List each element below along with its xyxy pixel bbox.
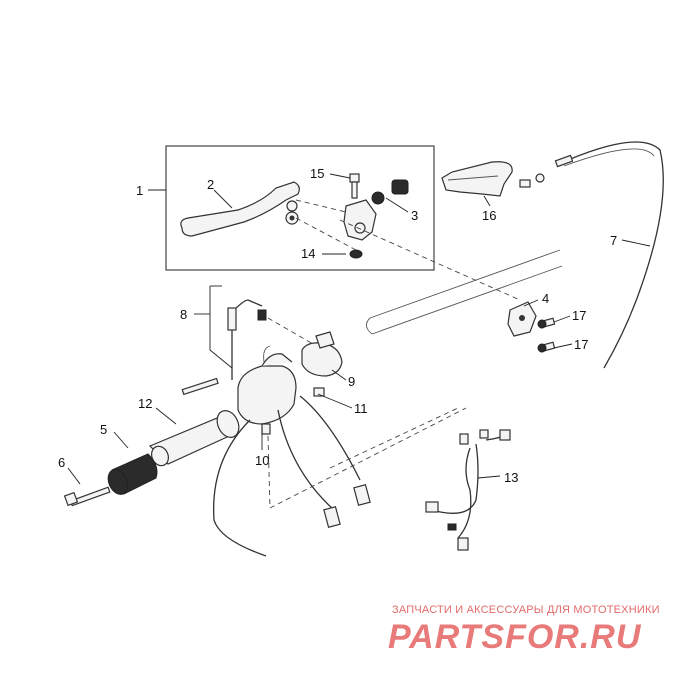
wiring-harness[interactable] — [425, 429, 511, 551]
callout-17b: 17 — [574, 337, 588, 352]
bar-end-bolt[interactable] — [63, 486, 111, 507]
callout-4: 4 — [542, 291, 549, 306]
lever-cover[interactable] — [441, 161, 513, 197]
housing-screw[interactable] — [313, 387, 325, 397]
callout-15: 15 — [310, 166, 324, 181]
callout-2: 2 — [207, 177, 214, 192]
callout-3: 3 — [411, 208, 418, 223]
leader-lines — [67, 173, 651, 485]
handlebar-outline — [366, 249, 563, 335]
callout-9: 9 — [348, 374, 355, 389]
choke-cable[interactable] — [227, 299, 267, 380]
callout-8: 8 — [180, 307, 187, 322]
clamp-screw-upper[interactable] — [537, 317, 556, 329]
bar-end-weight[interactable] — [104, 453, 158, 498]
clamp-screw-lower[interactable] — [537, 341, 556, 353]
callout-12: 12 — [138, 396, 152, 411]
lever-bracket[interactable] — [343, 179, 409, 241]
pivot-bolt[interactable] — [349, 173, 360, 199]
clutch-lever[interactable] — [180, 181, 300, 237]
throttle-cable[interactable] — [519, 141, 664, 369]
callout-17a: 17 — [572, 308, 586, 323]
switch-housing[interactable] — [237, 345, 297, 435]
callout-7: 7 — [610, 233, 617, 248]
callout-5: 5 — [100, 422, 107, 437]
callout-13: 13 — [504, 470, 518, 485]
callout-11: 11 — [354, 401, 368, 416]
callout-10: 10 — [255, 453, 269, 468]
throttle-tube[interactable] — [148, 407, 243, 468]
callout-14: 14 — [301, 246, 315, 261]
housing-bolt[interactable] — [181, 377, 219, 396]
callout-1: 1 — [136, 183, 143, 198]
clamp-bracket[interactable] — [507, 301, 537, 337]
callout-16: 16 — [482, 208, 496, 223]
callout-6: 6 — [58, 455, 65, 470]
watermark-tagline: ЗАПЧАСТИ И АКСЕССУАРЫ ДЛЯ МОТОТЕХНИКИ — [392, 604, 660, 616]
watermark-logo: PARTSFOR.RU — [388, 618, 642, 656]
switch-housing-lever[interactable] — [301, 331, 343, 377]
nut[interactable] — [349, 249, 363, 259]
lever-assembly-box — [165, 145, 435, 271]
